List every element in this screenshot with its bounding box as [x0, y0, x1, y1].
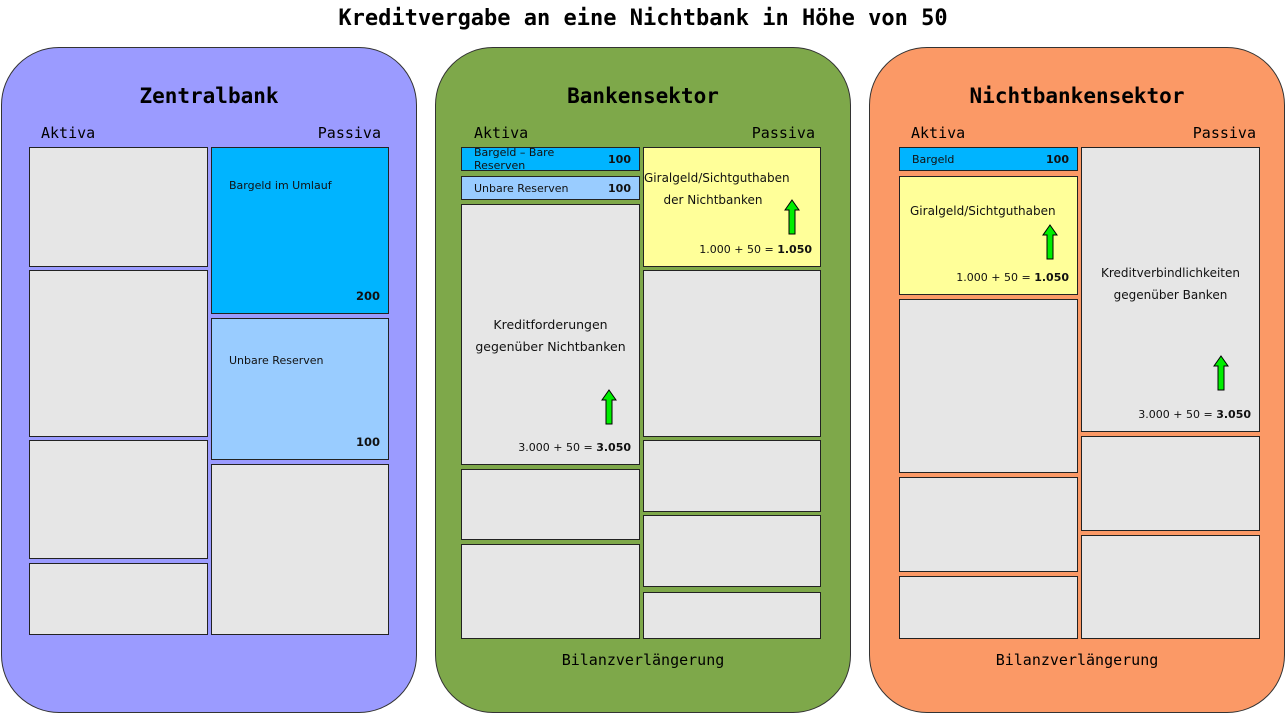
zentralbank-reserven-box: Unbare Reserven 100	[211, 318, 389, 460]
nichtbankensektor-kredit-result: 3.050	[1216, 408, 1251, 421]
nichtbankensektor-aktiva-box-4	[899, 477, 1078, 572]
bankensektor-kreditforderungen-box: Kreditforderungen gegenüber Nichtbanken …	[461, 204, 640, 465]
nichtbankensektor-bargeld-box: Bargeld 100	[899, 147, 1078, 171]
bankensektor-giral-line1: Giralgeld/Sichtguthaben	[644, 171, 790, 185]
zentralbank-aktiva-box-2	[29, 270, 208, 437]
nichtbankensektor-footer: Bilanzverlängerung	[995, 651, 1159, 669]
nichtbankensektor-giral-result: 1.050	[1034, 271, 1069, 284]
nichtbankensektor-passiva-label: Passiva	[1192, 124, 1256, 142]
bankensektor-panel: Bankensektor Aktiva Passiva Bargeld – Ba…	[435, 47, 851, 713]
nichtbankensektor-kredit-calc: 3.000 + 50 =	[1138, 408, 1217, 421]
bankensektor-passiva-box-2	[643, 270, 821, 437]
bankensektor-passiva-box-5	[643, 592, 821, 639]
zentralbank-aktiva-label: Aktiva	[41, 124, 96, 142]
bankensektor-passiva-label: Passiva	[751, 124, 815, 142]
up-arrow-icon	[784, 199, 800, 235]
nichtbankensektor-kredit-line1: Kreditverbindlichkeiten	[1101, 266, 1240, 280]
bankensektor-passiva-box-4	[643, 515, 821, 587]
bankensektor-aktiva-box-5	[461, 544, 640, 639]
page-title: Kreditvergabe an eine Nichtbank in Höhe …	[338, 6, 948, 31]
zentralbank-title: Zentralbank	[139, 84, 279, 108]
zentralbank-bargeld-label: Bargeld im Umlauf	[229, 179, 332, 192]
zentralbank-reserven-value: 100	[355, 435, 380, 449]
bankensektor-kredit-line1: Kreditforderungen	[493, 317, 608, 332]
nichtbankensektor-giral-calc: 1.000 + 50 =	[956, 271, 1035, 284]
bankensektor-giralgeld-box: Giralgeld/Sichtguthaben der Nichtbanken …	[643, 147, 821, 267]
bankensektor-giral-line2: der Nichtbanken	[663, 193, 763, 207]
nichtbankensektor-giralgeld-box: Giralgeld/Sichtguthaben 1.000 + 50 = 1.0…	[899, 176, 1078, 295]
bankensektor-aktiva-label: Aktiva	[474, 124, 529, 142]
bankensektor-bare-reserven-value: 100	[608, 152, 631, 166]
zentralbank-aktiva-box-3	[29, 440, 208, 559]
bankensektor-bare-reserven-label: Bargeld – Bare Reserven	[474, 146, 555, 172]
nichtbankensektor-passiva-box-3	[1081, 535, 1260, 639]
up-arrow-icon	[601, 389, 617, 425]
nichtbankensektor-kreditverbindlichkeiten-box: Kreditverbindlichkeiten gegenüber Banken…	[1081, 147, 1260, 432]
zentralbank-passiva-box-3	[211, 464, 389, 635]
zentralbank-reserven-label: Unbare Reserven	[229, 354, 324, 367]
nichtbankensektor-giral-label: Giralgeld/Sichtguthaben	[910, 204, 1056, 218]
zentralbank-bargeld-value: 200	[355, 289, 380, 303]
nichtbankensektor-panel: Nichtbankensektor Aktiva Passiva Bargeld…	[869, 47, 1285, 713]
bankensektor-title: Bankensektor	[567, 84, 719, 108]
nichtbankensektor-title: Nichtbankensektor	[969, 84, 1185, 108]
bankensektor-kredit-line2: gegenüber Nichtbanken	[475, 339, 626, 354]
bankensektor-aktiva-box-4	[461, 469, 640, 540]
nichtbankensektor-aktiva-label: Aktiva	[911, 124, 966, 142]
zentralbank-aktiva-box-1	[29, 147, 208, 267]
nichtbankensektor-kredit-line2: gegenüber Banken	[1113, 288, 1228, 302]
bankensektor-kredit-result: 3.050	[596, 441, 631, 454]
bankensektor-unbare-reserven-box: Unbare Reserven 100	[461, 176, 640, 200]
bankensektor-bare-reserven-box: Bargeld – Bare Reserven 100	[461, 146, 640, 172]
zentralbank-aktiva-box-4	[29, 563, 208, 635]
bankensektor-unbare-reserven-value: 100	[608, 181, 631, 195]
nichtbankensektor-aktiva-box-5	[899, 576, 1078, 639]
up-arrow-icon	[1042, 224, 1058, 260]
zentralbank-passiva-label: Passiva	[317, 124, 381, 142]
bankensektor-unbare-reserven-label: Unbare Reserven	[474, 181, 569, 195]
nichtbankensektor-bargeld-label: Bargeld	[912, 152, 955, 166]
bankensektor-footer: Bilanzverlängerung	[561, 651, 725, 669]
zentralbank-bargeld-box: Bargeld im Umlauf 200	[211, 147, 389, 314]
bankensektor-giral-result: 1.050	[777, 243, 812, 256]
up-arrow-icon	[1213, 355, 1229, 391]
bankensektor-giral-calc: 1.000 + 50 =	[699, 243, 778, 256]
bankensektor-kredit-calc: 3.000 + 50 =	[518, 441, 597, 454]
nichtbankensektor-bargeld-value: 100	[1046, 152, 1069, 166]
nichtbankensektor-aktiva-box-3	[899, 299, 1078, 473]
bankensektor-passiva-box-3	[643, 440, 821, 512]
nichtbankensektor-passiva-box-2	[1081, 436, 1260, 531]
zentralbank-panel: Zentralbank Aktiva Passiva Bargeld im Um…	[1, 47, 417, 713]
